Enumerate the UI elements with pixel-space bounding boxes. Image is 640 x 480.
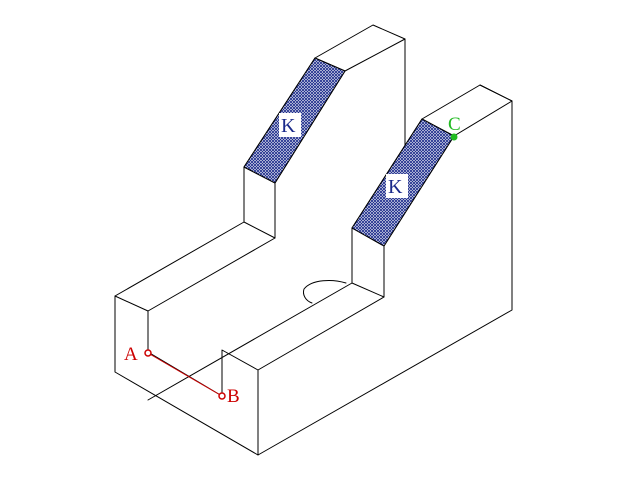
left-post-inner-base	[147, 237, 276, 353]
k-left-label-bg	[279, 113, 301, 137]
base-left-top	[114, 295, 149, 312]
point-c-marker	[450, 133, 458, 141]
face-k-left-label: K	[281, 115, 296, 137]
right-post-back-top	[421, 84, 513, 120]
point-a-marker	[144, 349, 152, 357]
face-k-right-label: K	[388, 176, 403, 198]
outer-silhouette	[114, 84, 513, 456]
point-b-label: B	[227, 386, 240, 407]
slot-floor-back	[147, 282, 353, 401]
point-a-label: A	[124, 344, 138, 365]
point-c-label: C	[448, 114, 461, 135]
segment-ab	[147, 352, 223, 397]
slot-right-wall	[221, 296, 385, 397]
k-right-label-bg	[386, 174, 408, 198]
left-post-back-top	[314, 24, 406, 59]
semicircle-hole	[303, 280, 347, 304]
point-b-marker	[218, 392, 226, 400]
